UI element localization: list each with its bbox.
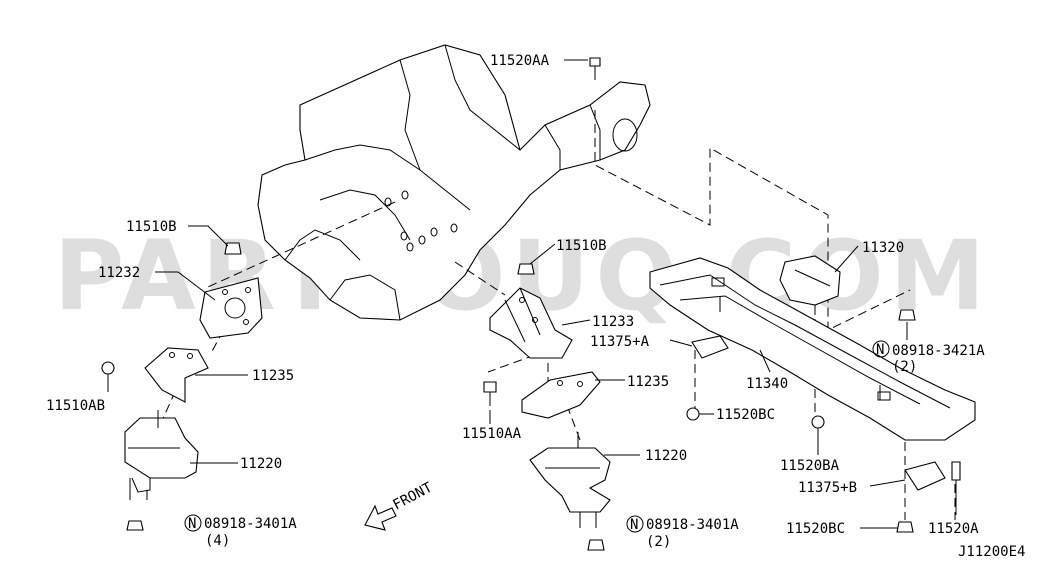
bolt-11510AA bbox=[483, 381, 497, 406]
label-qty-left: (4) bbox=[205, 533, 230, 549]
engine-mount-center bbox=[529, 432, 611, 528]
label-11235-left: 11235 bbox=[252, 368, 294, 384]
nut-marker-center-icon bbox=[626, 515, 644, 533]
bolt-11520BA bbox=[811, 415, 825, 429]
bolt-11520BC-upper bbox=[686, 407, 700, 421]
label-11232: 11232 bbox=[98, 265, 140, 281]
label-11235-center: 11235 bbox=[627, 374, 669, 390]
label-11233: 11233 bbox=[592, 314, 634, 330]
nut-marker-left-icon bbox=[184, 514, 202, 532]
crossmember-11340 bbox=[649, 257, 976, 441]
label-11220-center: 11220 bbox=[645, 448, 687, 464]
engine-transmission-assembly bbox=[257, 44, 651, 321]
bracket-11375A bbox=[691, 335, 729, 359]
nut-marker-right-icon bbox=[872, 340, 890, 358]
nut-marker-right-text: N bbox=[876, 342, 884, 358]
nut-marker-left-text: N bbox=[188, 516, 196, 532]
bracket-11375B bbox=[904, 461, 946, 491]
label-11520BC-upper: 11520BC bbox=[716, 407, 775, 423]
nut-11510B-center bbox=[517, 263, 535, 275]
nut-11510AB bbox=[101, 361, 115, 375]
label-qty-right: (2) bbox=[892, 359, 917, 375]
part-labels: 11520AA 11510B 11232 11510AB 11235 11220… bbox=[46, 53, 1025, 560]
nut-08918-left bbox=[126, 520, 144, 531]
label-11340: 11340 bbox=[746, 376, 788, 392]
bolt-11520AA bbox=[589, 57, 601, 80]
label-11510B-center: 11510B bbox=[556, 238, 607, 254]
label-11510AB: 11510AB bbox=[46, 398, 105, 414]
bracket-11232 bbox=[199, 277, 263, 339]
bracket-11233 bbox=[489, 287, 573, 359]
label-11520BC-lower: 11520BC bbox=[786, 521, 845, 537]
label-11520AA: 11520AA bbox=[490, 53, 550, 69]
nut-08918-center bbox=[587, 539, 605, 551]
label-08918-3421A: 08918-3421A bbox=[892, 343, 985, 359]
bolt-11520A bbox=[951, 461, 961, 481]
label-11510AA: 11510AA bbox=[462, 426, 522, 442]
bolt-11520BC-lower bbox=[896, 521, 914, 533]
transmission-mount-11320 bbox=[779, 255, 841, 315]
front-direction-arrow bbox=[364, 504, 397, 531]
label-08918-3401A-left: 08918-3401A bbox=[204, 516, 297, 532]
label-11320: 11320 bbox=[862, 240, 904, 256]
label-11520A: 11520A bbox=[928, 521, 979, 537]
label-11375A: 11375+A bbox=[590, 334, 650, 350]
fasteners bbox=[101, 57, 961, 551]
nut-11510B-left bbox=[224, 242, 242, 255]
leader-lines bbox=[107, 59, 957, 529]
label-11375B: 11375+B bbox=[798, 480, 857, 496]
heat-shield-left bbox=[144, 347, 209, 403]
label-11520BA: 11520BA bbox=[780, 458, 840, 474]
front-label: FRONT bbox=[390, 479, 435, 513]
nut-marker-center-text: N bbox=[630, 517, 638, 533]
label-11510B-left: 11510B bbox=[126, 219, 177, 235]
diagram-code: J11200E4 bbox=[958, 544, 1025, 560]
label-qty-center: (2) bbox=[646, 534, 671, 550]
engine-mount-left bbox=[124, 410, 199, 500]
label-11220-left: 11220 bbox=[240, 456, 282, 472]
nut-08918-right bbox=[898, 309, 916, 321]
nut-markers: N N N bbox=[184, 340, 890, 533]
label-08918-3401A-center: 08918-3401A bbox=[646, 517, 739, 533]
heat-shield-center bbox=[521, 371, 601, 419]
